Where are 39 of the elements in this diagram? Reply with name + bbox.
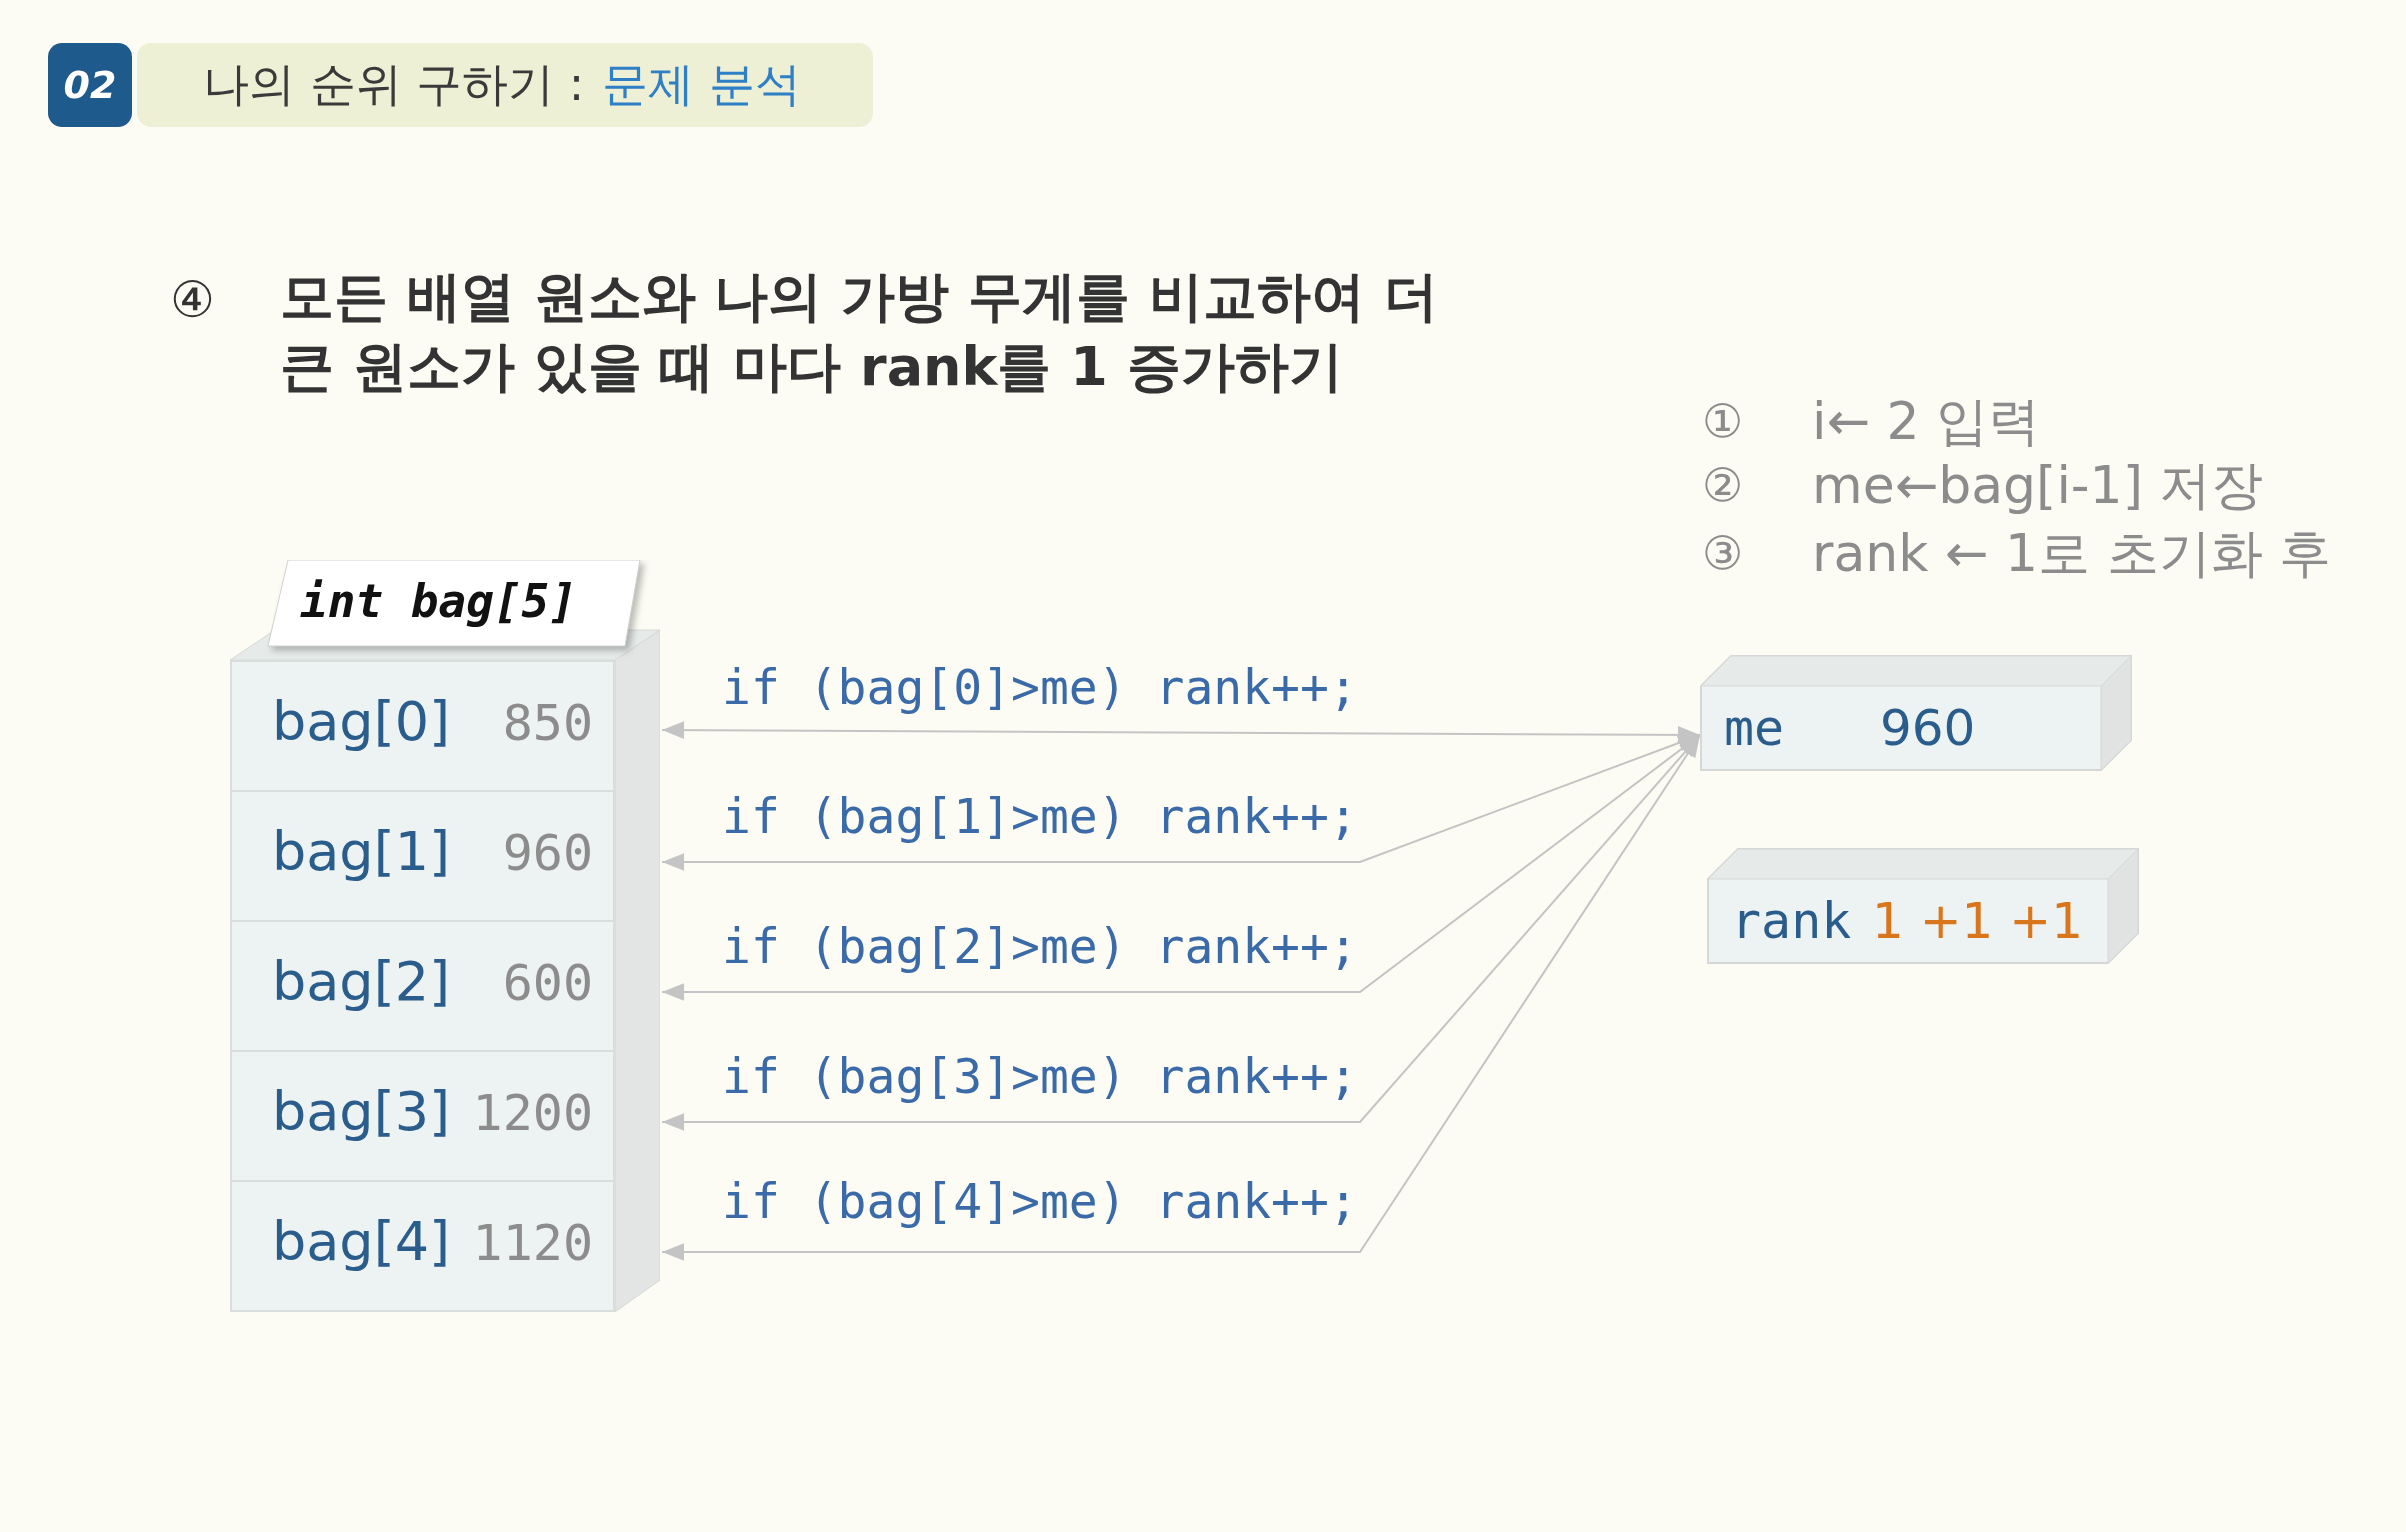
element-value: 850	[502, 694, 593, 752]
element-value: 1200	[472, 1084, 593, 1142]
array-cell	[230, 790, 615, 922]
title-band	[137, 43, 873, 127]
arrow	[661, 734, 1701, 1261]
step-description: 모든 배열 원소와 나의 가방 무게를 비교하여 더 큰 원소가 있을 때 마다 rank를 1 증가하기	[280, 264, 1439, 401]
element-name: bag[3]	[272, 1080, 451, 1143]
arrow	[661, 721, 1701, 744]
section-title: 나의 순위 구하기 :	[203, 56, 585, 113]
variable-name: rank	[1731, 892, 1852, 950]
code-line: if (bag[2]>me) rank++;	[722, 917, 1358, 976]
variable-value: 960	[1880, 699, 1976, 757]
array-cell	[230, 660, 615, 792]
element-value: 960	[502, 824, 593, 882]
step-number: ③	[1702, 525, 1744, 582]
variable-name: me	[1724, 699, 1785, 757]
section-subtitle: 문제 분석	[602, 56, 801, 113]
code-line: if (bag[3]>me) rank++;	[722, 1047, 1358, 1106]
code-line: if (bag[4]>me) rank++;	[722, 1172, 1358, 1231]
step-number: ④	[170, 270, 215, 331]
element-name: bag[1]	[272, 820, 451, 883]
step-number: ②	[1702, 457, 1744, 514]
element-name: bag[0]	[272, 690, 451, 753]
element-value: 600	[502, 954, 593, 1012]
array-cell	[230, 920, 615, 1052]
code-line: if (bag[0]>me) rank++;	[722, 658, 1358, 717]
element-name: bag[2]	[272, 950, 451, 1013]
element-value: 1120	[472, 1214, 593, 1272]
element-name: bag[4]	[272, 1210, 451, 1273]
array-cell	[230, 1180, 615, 1312]
section-number-badge: 02	[48, 43, 132, 127]
variable-value: 1 +1 +1	[1872, 892, 2083, 950]
note-text: rank ← 1로 초기화 후	[1812, 522, 2332, 585]
note-text: i← 2 입력	[1812, 390, 2041, 453]
note-text: me←bag[i-1] 저장	[1812, 454, 2264, 517]
code-line: if (bag[1]>me) rank++;	[722, 787, 1358, 846]
step-number: ①	[1702, 393, 1744, 450]
array-declaration: int bag[5]	[300, 574, 577, 628]
array-cell	[230, 1050, 615, 1182]
